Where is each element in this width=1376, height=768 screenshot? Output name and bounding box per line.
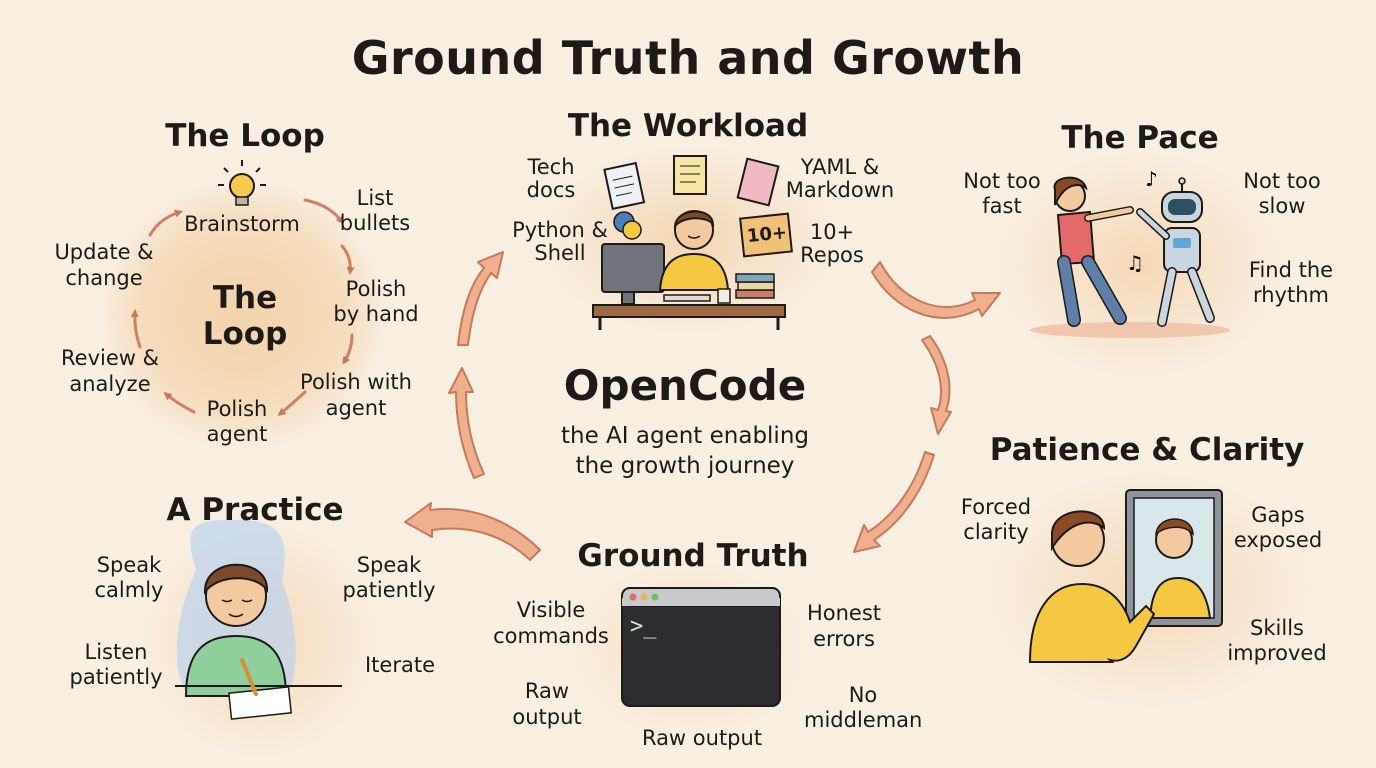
practice-speak-calmly-2: calmly bbox=[94, 578, 164, 602]
loop-step-polish-agent-1: Polish bbox=[206, 397, 268, 421]
gt-raw-output-1: Raw bbox=[524, 679, 570, 703]
workload-repos-2: Repos bbox=[800, 243, 864, 267]
gt-visible-commands-2: commands bbox=[493, 624, 609, 648]
loop-step-review-1: Review & bbox=[61, 346, 159, 370]
loop-step-list-bullets-1: List bbox=[356, 186, 394, 210]
workload-yaml-1: YAML & bbox=[800, 155, 880, 179]
center-subtitle-line2: the growth journey bbox=[575, 453, 795, 479]
workload-tech-docs-1: Tech bbox=[527, 155, 575, 179]
practice-speak-patiently-1: Speak bbox=[356, 553, 422, 577]
patience-forced-1: Forced bbox=[960, 495, 1032, 519]
loop-center-line2: Loop bbox=[202, 316, 288, 352]
workload-repos-1: 10+ bbox=[809, 220, 855, 244]
pace-heading: The Pace bbox=[1061, 120, 1219, 156]
loop-step-polish-hand-1: Polish bbox=[345, 277, 407, 301]
workload-badge: 10+ bbox=[745, 221, 789, 248]
terminal-prompt: >_ bbox=[630, 614, 657, 639]
workload-illustration bbox=[592, 155, 793, 330]
pace-not-too-slow-2: slow bbox=[1258, 194, 1306, 218]
lightbulb-icon bbox=[218, 160, 266, 206]
loop-heading: The Loop bbox=[165, 118, 325, 154]
loop-step-brainstorm: Brainstorm bbox=[184, 212, 300, 236]
pace-rhythm-1: Find the bbox=[1248, 258, 1334, 282]
loop-step-update-2: change bbox=[65, 266, 143, 290]
loop-step-list-bullets-2: bullets bbox=[339, 211, 411, 235]
practice-speak-calmly-1: Speak bbox=[96, 553, 162, 577]
center-subtitle-line1: the AI agent enabling bbox=[560, 423, 809, 449]
gt-no-middleman-2: middleman bbox=[804, 708, 923, 732]
workload-python-2: Shell bbox=[534, 241, 586, 265]
patience-forced-2: clarity bbox=[963, 520, 1029, 544]
ground-truth-heading: Ground Truth bbox=[577, 538, 809, 574]
practice-listen-1: Listen bbox=[84, 640, 148, 664]
pace-glow bbox=[995, 150, 1285, 380]
practice-illustration bbox=[175, 520, 342, 720]
practice-iterate: Iterate bbox=[364, 653, 435, 677]
loop-step-polish-agent-2: agent bbox=[206, 422, 268, 446]
main-title: Ground Truth and Growth bbox=[351, 31, 1025, 85]
center-title: OpenCode bbox=[563, 361, 807, 410]
svg-text:♫: ♫ bbox=[1126, 251, 1144, 275]
svg-text:♪: ♪ bbox=[1145, 167, 1158, 191]
mirror-illustration bbox=[1028, 489, 1223, 663]
pace-not-too-fast-1: Not too bbox=[963, 169, 1041, 193]
patience-gaps-1: Gaps bbox=[1251, 503, 1305, 527]
workload-python-1: Python & bbox=[512, 218, 608, 242]
flow-arrows bbox=[404, 251, 1001, 561]
workload-heading: The Workload bbox=[567, 108, 809, 144]
pace-not-too-fast-2: fast bbox=[982, 194, 1022, 218]
patience-skills-1: Skills bbox=[1250, 616, 1304, 640]
pace-illustration: ♪ ♫ bbox=[1030, 167, 1230, 338]
gt-visible-commands-1: Visible bbox=[516, 598, 586, 622]
pace-rhythm-2: rhythm bbox=[1252, 283, 1329, 307]
workload-tech-docs-2: docs bbox=[526, 178, 576, 202]
gt-honest-errors-2: errors bbox=[813, 627, 875, 651]
pace-not-too-slow-1: Not too bbox=[1243, 169, 1321, 193]
practice-speak-patiently-2: patiently bbox=[342, 578, 436, 602]
loop-step-polish-hand-2: by hand bbox=[333, 302, 419, 326]
patience-heading: Patience & Clarity bbox=[989, 432, 1305, 468]
gt-raw-output-2: output bbox=[512, 705, 582, 729]
gt-raw-output-bottom: Raw output bbox=[641, 726, 763, 750]
loop-arrows bbox=[130, 198, 355, 416]
loop-glow bbox=[98, 180, 388, 450]
loop-center-line1: The bbox=[212, 280, 278, 316]
gt-no-middleman-1: No bbox=[848, 683, 878, 707]
terminal-illustration bbox=[621, 587, 781, 707]
patience-gaps-2: exposed bbox=[1233, 528, 1323, 552]
loop-step-review-2: analyze bbox=[69, 372, 151, 396]
loop-step-update-1: Update & bbox=[54, 240, 154, 264]
loop-step-polish-with-agent-2: agent bbox=[325, 396, 387, 420]
practice-listen-2: patiently bbox=[69, 665, 163, 689]
loop-step-polish-with-agent-1: Polish with bbox=[300, 370, 412, 394]
patience-skills-2: improved bbox=[1227, 641, 1327, 665]
practice-heading: A Practice bbox=[166, 492, 344, 528]
gt-honest-errors-1: Honest bbox=[806, 601, 882, 625]
workload-yaml-2: Markdown bbox=[785, 178, 895, 202]
